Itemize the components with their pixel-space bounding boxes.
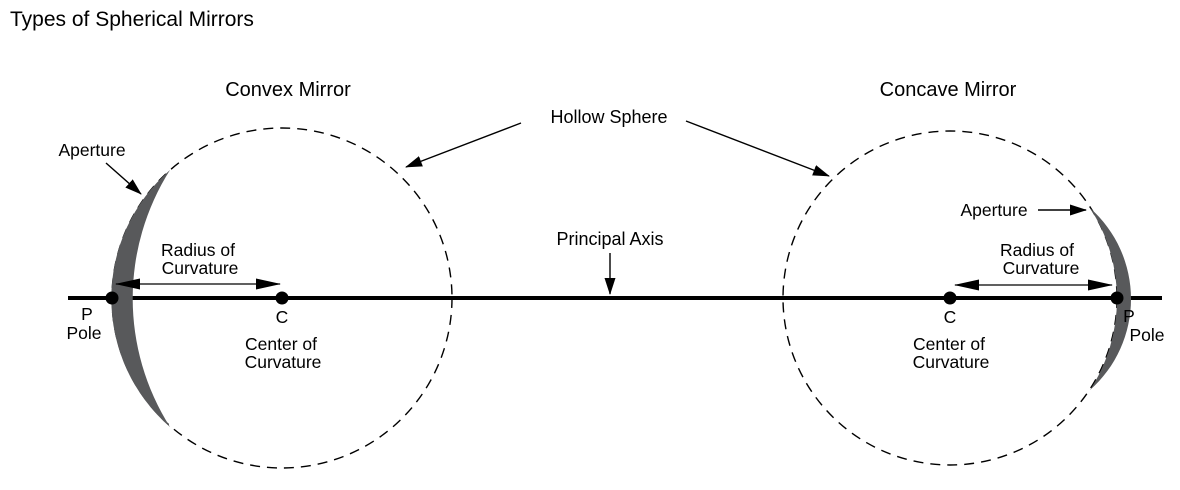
principal-axis-label: Principal Axis [556,229,663,249]
center-symbol-concave: C [944,307,957,327]
pole-label-convex: Pole [66,323,101,343]
aperture-label-concave: Aperture [960,200,1027,220]
radius-label-line1-concave: Radius of [1000,240,1074,260]
center-point-convex [275,291,289,305]
convex-mirror-surface [111,170,170,427]
aperture-arrow-convex [105,162,142,195]
center-point-concave [943,291,957,305]
concave-mirror-title: Concave Mirror [880,79,1017,101]
hollow-sphere-label: Hollow Sphere [550,107,667,127]
aperture-label-convex: Aperture [58,140,125,160]
radius-label-line1-convex: Radius of [161,240,235,260]
center-symbol-convex: C [276,307,289,327]
radius-label-line2-convex: Curvature [162,258,239,278]
pole-point-convex [105,291,119,305]
pole-label-concave: Pole [1129,325,1164,345]
center-label-line2-concave: Curvature [913,352,990,372]
hollow-sphere-arrow-left [405,122,522,168]
center-label-line2-convex: Curvature [245,352,322,372]
hollow-sphere-arrow-right [685,120,830,177]
center-label-line1-concave: Center of [913,334,985,354]
convex-mirror-title: Convex Mirror [225,79,351,101]
center-label-line1-convex: Center of [245,334,317,354]
pole-symbol-concave: P [1123,306,1135,326]
pole-symbol-convex: P [81,304,93,324]
pole-point-concave [1110,291,1124,305]
radius-label-line2-concave: Curvature [1003,258,1080,278]
concave-mirror-surface [1090,208,1131,390]
figure-title: Types of Spherical Mirrors [10,8,254,31]
